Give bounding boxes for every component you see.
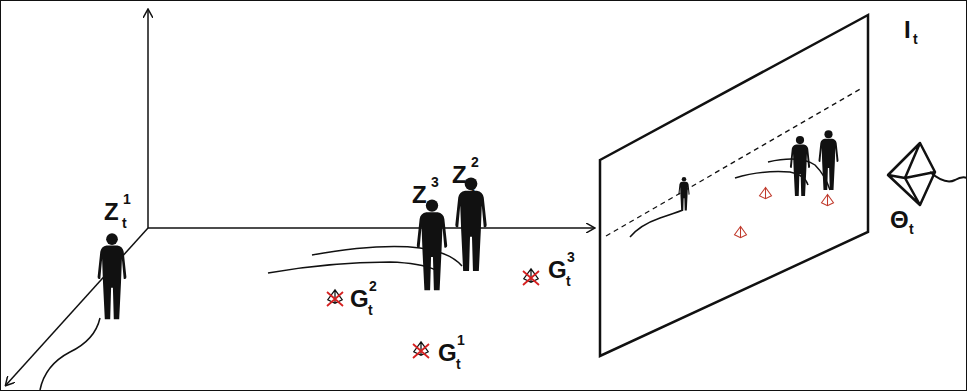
symbol-letter: G [548, 258, 567, 282]
subscript: t [909, 222, 914, 236]
symbol-letter: Z [104, 200, 119, 224]
subscript: t [122, 216, 127, 230]
symbol-letter: Z [412, 183, 427, 207]
subscript: t [470, 179, 475, 193]
superscript: 3 [431, 175, 439, 189]
symbol-letter: Z [452, 163, 467, 187]
symbol-letter: I [904, 18, 911, 42]
subscript: t [430, 199, 435, 213]
subscript: t [368, 303, 373, 317]
superscript: 2 [369, 279, 377, 293]
superscript: 1 [123, 192, 131, 206]
camera-icons [327, 269, 539, 358]
subscript: t [566, 274, 571, 288]
symbol-letter: G [350, 287, 369, 311]
symbol-letter: Θ [890, 208, 909, 232]
subscript: t [456, 357, 461, 371]
subscript: t [913, 32, 918, 46]
superscript: 3 [567, 250, 575, 264]
superscript: 1 [457, 333, 465, 347]
symbol-letter: G [438, 341, 457, 365]
superscript: 2 [471, 155, 479, 169]
